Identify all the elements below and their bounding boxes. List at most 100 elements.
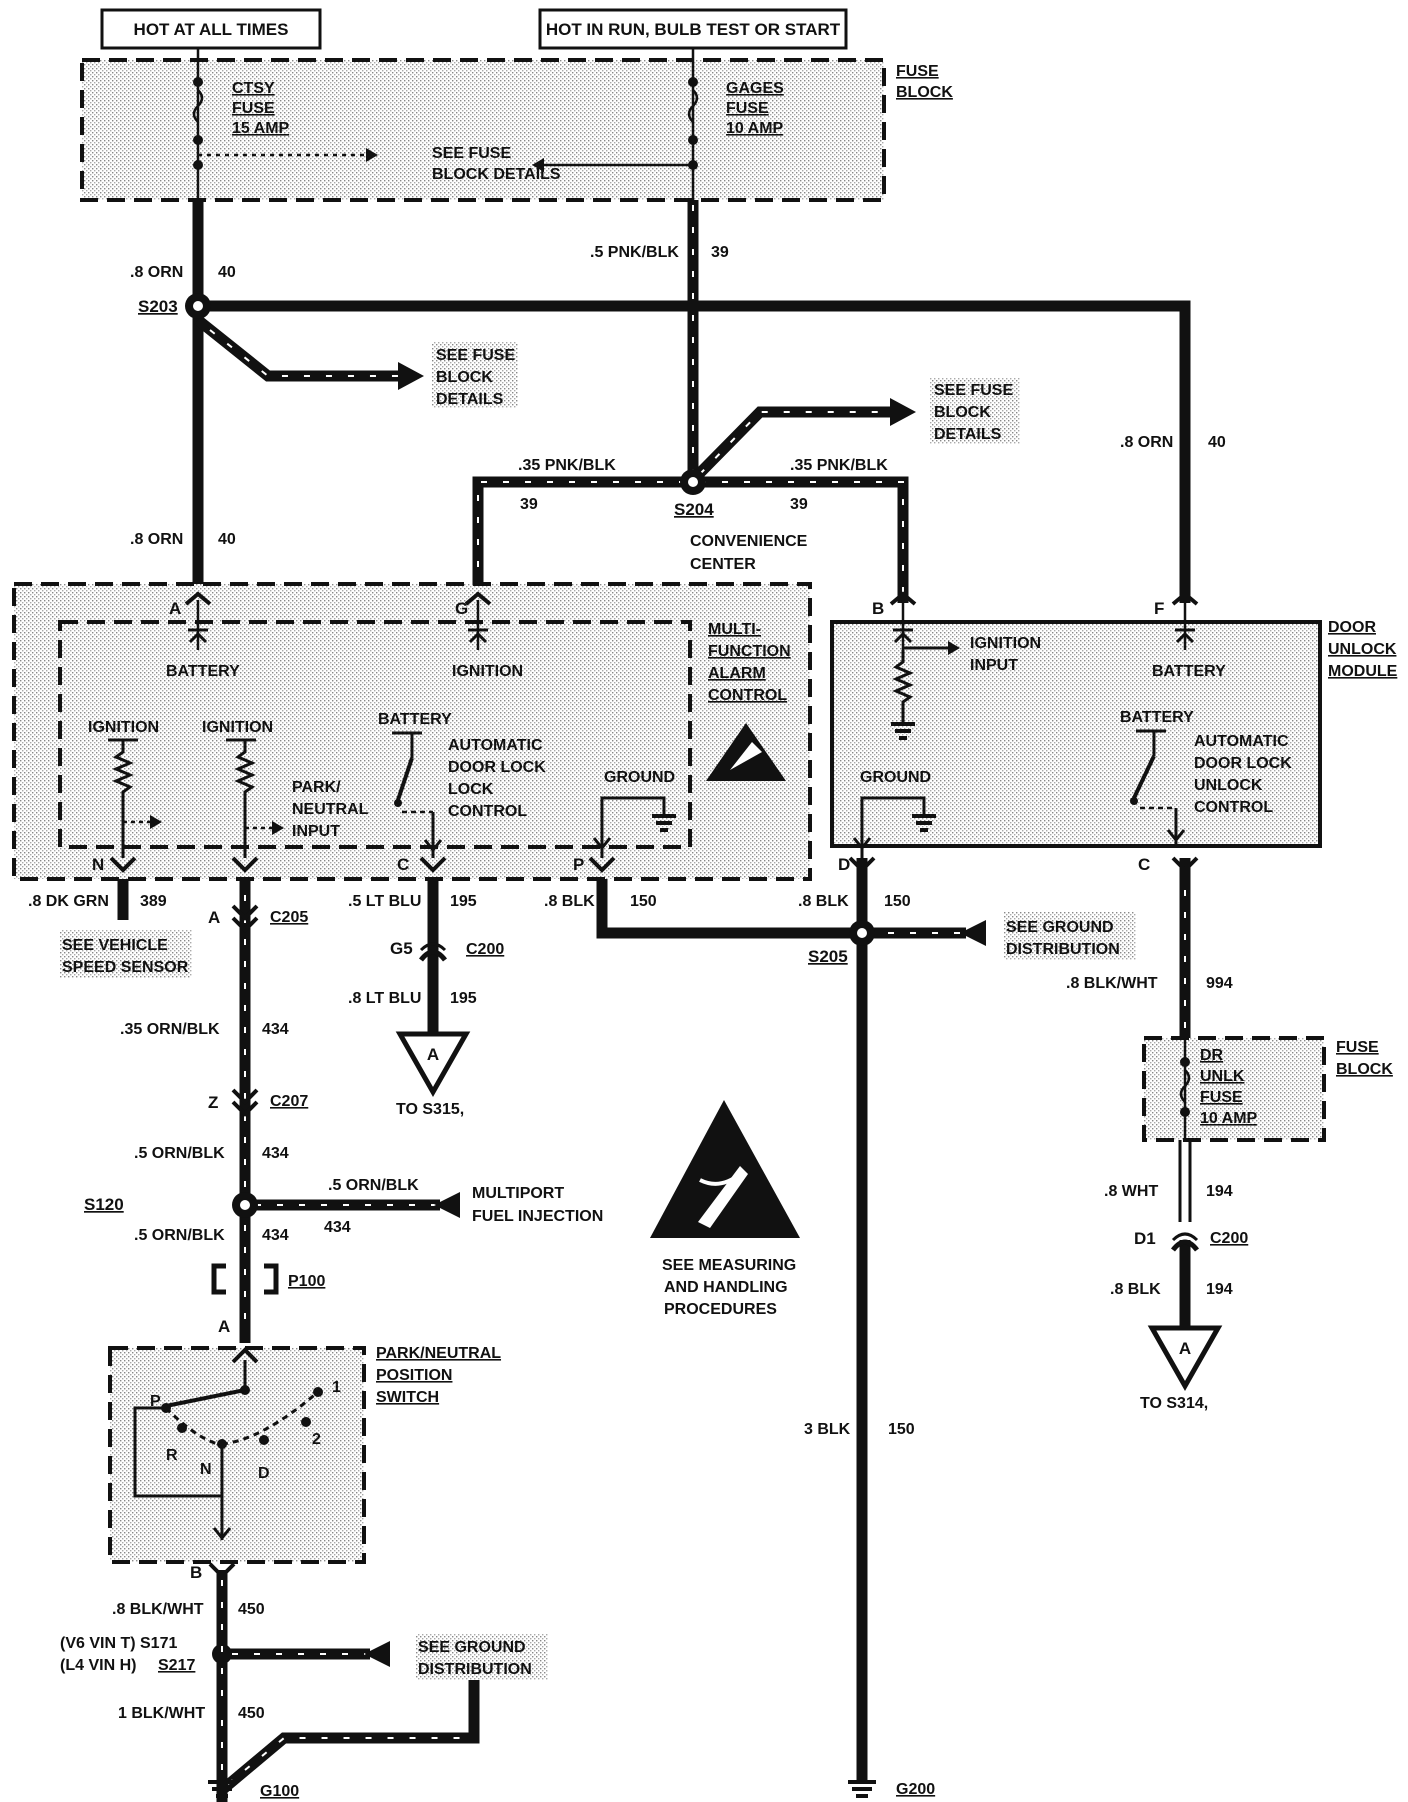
ref-text: SEE FUSE [934, 382, 1013, 399]
pin-label: N [92, 855, 104, 874]
wire-label: 39 [520, 496, 538, 513]
pin-label: C [1138, 855, 1150, 874]
pin-label: G5 [390, 939, 413, 958]
ground-icon [912, 814, 936, 832]
door-unlock-module: DOOR UNLOCK MODULE B F BATTERY IGNITION … [830, 591, 1398, 874]
ref-text: SEE FUSE [436, 347, 515, 364]
connector-a-to-s314: A [1147, 1325, 1223, 1392]
dr-unlk-fuse-label: DR [1200, 1047, 1224, 1064]
wire-label: 3 BLK [804, 1421, 851, 1438]
wire-label: .8 BLK [1110, 1281, 1161, 1298]
wire-label: 434 [262, 1145, 289, 1162]
mfac-title: ALARM [708, 665, 766, 682]
see-ground-distribution-ref-2: SEE GROUND DISTRIBUTION [416, 1634, 548, 1680]
wire-label: .8 DK GRN [28, 893, 109, 910]
pin-label: G [455, 599, 468, 618]
mfac-title: MULTI- [708, 621, 761, 638]
mfac-battery-label: BATTERY [166, 663, 240, 680]
splice-s203: S203 [138, 297, 178, 316]
ref-text: SEE VEHICLE [62, 937, 168, 954]
hot-at-all-times-box: HOT AT ALL TIMES [100, 8, 322, 50]
connector-a-to-s315: A [395, 1031, 471, 1098]
wire-label: 194 [1206, 1281, 1233, 1298]
dr-unlk-fuse-label: 10 AMP [1200, 1110, 1258, 1127]
pns-title: POSITION [376, 1367, 452, 1384]
wire-label: .8 BLK [798, 893, 849, 910]
see-vehicle-speed-sensor-ref: SEE VEHICLE SPEED SENSOR [60, 930, 192, 978]
park-neutral-position-switch: PARK/NEUTRAL POSITION SWITCH P R N D 2 1 [108, 1345, 501, 1564]
pin-label: B [872, 599, 884, 618]
wire-label: .8 ORN [130, 531, 183, 548]
dum-ign-input: IGNITION [970, 635, 1041, 652]
esd-text: SEE MEASURING [662, 1257, 796, 1274]
dum-auto-unlock: UNLOCK [1194, 777, 1263, 794]
pns-r: R [166, 1447, 178, 1464]
dum-title: UNLOCK [1328, 641, 1397, 658]
wire-label: .35 PNK/BLK [518, 457, 616, 474]
pns-2: 2 [312, 1431, 321, 1448]
dum-auto-unlock: DOOR LOCK [1194, 755, 1292, 772]
wire-label: 194 [1206, 1183, 1233, 1200]
pin-label: A [169, 599, 181, 618]
connector-p100 [211, 1263, 279, 1295]
dum-ground-label: GROUND [860, 769, 931, 786]
pin-label: D1 [1134, 1229, 1156, 1248]
mpfi-label: MULTIPORT [472, 1185, 564, 1202]
splice-s171: (V6 VIN T) S171 [60, 1635, 177, 1652]
wire-label: 434 [324, 1219, 351, 1236]
ref-text: DISTRIBUTION [418, 1661, 532, 1678]
esd-text: PROCEDURES [664, 1301, 777, 1318]
dum-title: MODULE [1328, 663, 1398, 680]
wire-label: 1 BLK/WHT [118, 1705, 205, 1722]
pns-n: N [200, 1461, 212, 1478]
fuse-block-low-title: BLOCK [1336, 1061, 1393, 1078]
ctsy-fuse-label-2: FUSE [232, 100, 275, 117]
wire-label: 434 [262, 1227, 289, 1244]
wire-label: .5 ORN/BLK [134, 1227, 225, 1244]
pin-label: C [397, 855, 409, 874]
wire-label: .8 WHT [1104, 1183, 1158, 1200]
connector-c205: C205 [270, 909, 308, 926]
wire-label: 450 [238, 1601, 265, 1618]
fuse-block-top: FUSE BLOCK CTSY FUSE 15 AMP GAGES FUSE 1… [80, 48, 953, 202]
wire-label: .5 PNK/BLK [590, 244, 679, 261]
wire-label: .8 LT BLU [348, 990, 421, 1007]
mfac-auto-lock: DOOR LOCK [448, 759, 546, 776]
see-fuse-block-details-2: BLOCK DETAILS [432, 166, 561, 183]
ref-text: SEE GROUND [1006, 919, 1114, 936]
wire-label: 450 [238, 1705, 265, 1722]
wire-label: 434 [262, 1021, 289, 1038]
mfac-park-neutral: NEUTRAL [292, 801, 369, 818]
convenience-center-1: CONVENIENCE [690, 533, 808, 550]
connector-c200: C200 [466, 941, 504, 958]
esd-warning-icon [650, 1100, 800, 1238]
wire-label: .8 ORN [130, 264, 183, 281]
ref-text: DETAILS [934, 426, 1002, 443]
wire-label: 39 [790, 496, 808, 513]
pin-label: A [208, 908, 220, 927]
pns-d: D [258, 1465, 270, 1482]
mfac-title: CONTROL [708, 687, 787, 704]
connector-c200: C200 [1210, 1230, 1248, 1247]
to-s315-label: TO S315, [396, 1101, 464, 1118]
wire-label: 39 [711, 244, 729, 261]
fuse-block-low-title: FUSE [1336, 1039, 1379, 1056]
wire-label: .5 ORN/BLK [328, 1177, 419, 1194]
pin-label: A [218, 1317, 230, 1336]
pin-label: P [573, 855, 584, 874]
dum-battery2-label: BATTERY [1120, 709, 1194, 726]
dum-auto-unlock: AUTOMATIC [1194, 733, 1289, 750]
wire-label: 150 [888, 1421, 915, 1438]
pin-label: B [190, 1563, 202, 1582]
ground-g200-icon [848, 1780, 876, 1798]
hot-in-run-box: HOT IN RUN, BULB TEST OR START [538, 8, 848, 50]
mfac-auto-lock: LOCK [448, 781, 494, 798]
dum-auto-unlock: CONTROL [1194, 799, 1273, 816]
ctsy-fuse-label-1: CTSY [232, 80, 275, 97]
wire-label: 195 [450, 990, 477, 1007]
convenience-center-2: CENTER [690, 556, 756, 573]
multi-function-alarm-control: MULTI- FUNCTION ALARM CONTROL A G BATTER… [12, 582, 812, 881]
pns-1: 1 [332, 1379, 341, 1396]
gages-fuse-label-3: 10 AMP [726, 120, 784, 137]
